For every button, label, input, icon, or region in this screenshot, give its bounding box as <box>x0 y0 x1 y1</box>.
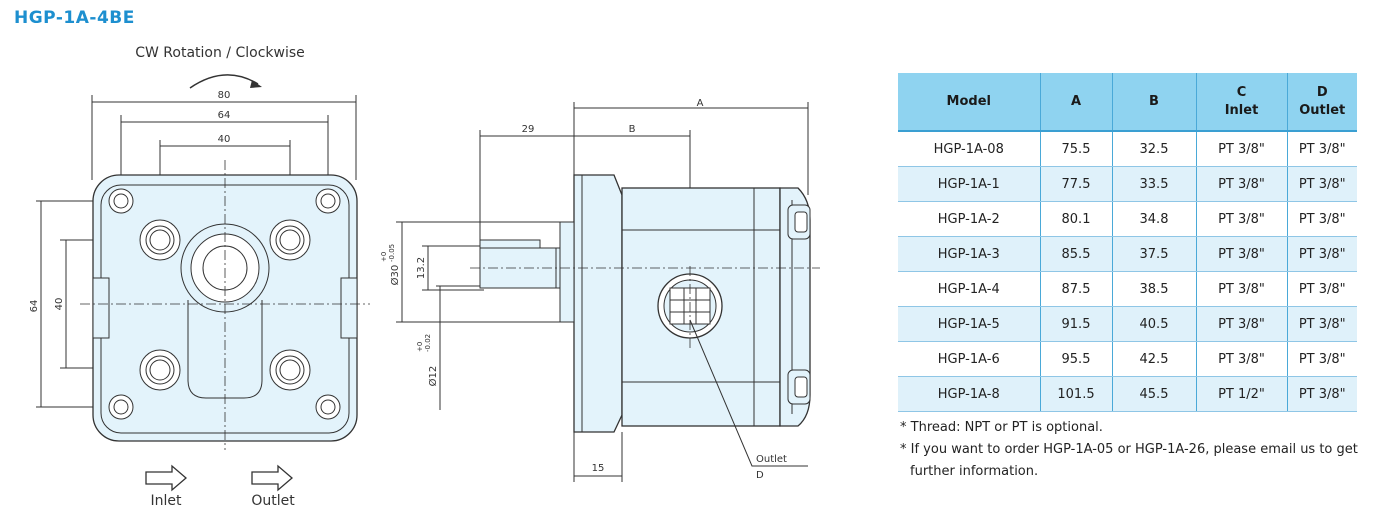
cell-d: PT 3/8" <box>1287 201 1357 237</box>
note-thread: * Thread: NPT or PT is optional. <box>900 420 1103 435</box>
outlet-label: Outlet <box>251 493 295 509</box>
page-title: HGP-1A-4BE <box>14 8 135 28</box>
cell-b: 42.5 <box>1112 341 1197 377</box>
footnotes: * Thread: NPT or PT is optional. * If yo… <box>900 417 1370 483</box>
cell-c: PT 3/8" <box>1196 306 1288 342</box>
dim-b: B <box>629 124 636 135</box>
cell-a: 95.5 <box>1040 341 1113 377</box>
outlet-arrow-icon <box>251 464 293 492</box>
dim-40: 40 <box>218 134 231 145</box>
cell-d: PT 3/8" <box>1287 271 1357 307</box>
cell-c: PT 3/8" <box>1196 271 1288 307</box>
dim-dia30-tol-lower: -0.05 <box>388 244 396 262</box>
cell-d: PT 3/8" <box>1287 341 1357 377</box>
cell-model: HGP-1A-08 <box>898 131 1041 167</box>
cell-model: HGP-1A-2 <box>898 201 1041 237</box>
side-outlet-label: Outlet <box>756 454 787 465</box>
cell-b: 32.5 <box>1112 131 1197 167</box>
cell-b: 37.5 <box>1112 236 1197 272</box>
inlet-label: Inlet <box>151 493 183 509</box>
dim-dia30-tol-upper: +0 <box>380 252 388 262</box>
dim-13-2: 13.2 <box>416 257 427 279</box>
dim-15: 15 <box>592 463 605 474</box>
cell-model: HGP-1A-6 <box>898 341 1041 377</box>
note-order: * If you want to order HGP-1A-05 or HGP-… <box>900 442 1358 479</box>
cell-b: 33.5 <box>1112 166 1197 202</box>
cell-d: PT 3/8" <box>1287 376 1357 412</box>
cell-model: HGP-1A-1 <box>898 166 1041 202</box>
dim-dia30: Ø30 <box>389 265 401 286</box>
dim-29: 29 <box>522 124 535 135</box>
dim-64: 64 <box>218 110 231 121</box>
mounting-flange <box>573 174 623 433</box>
cell-a: 75.5 <box>1040 131 1113 167</box>
cell-b: 38.5 <box>1112 271 1197 307</box>
cell-d: PT 3/8" <box>1287 236 1357 272</box>
inlet-arrow-icon <box>145 464 187 492</box>
cell-model: HGP-1A-4 <box>898 271 1041 307</box>
cell-c: PT 3/8" <box>1196 341 1288 377</box>
dim-dia12-tol-upper: +0 <box>416 342 424 352</box>
cell-b: 45.5 <box>1112 376 1197 412</box>
cell-c: PT 3/8" <box>1196 131 1288 167</box>
cell-b: 34.8 <box>1112 201 1197 237</box>
side-view: A 29 B Ø30 +0 -0.05 13.2 Ø12 +0 -0.02 <box>380 98 820 482</box>
cell-a: 91.5 <box>1040 306 1113 342</box>
cell-c: PT 1/2" <box>1196 376 1288 412</box>
dim-dia12-tol-lower: -0.02 <box>424 334 432 352</box>
cell-c: PT 3/8" <box>1196 236 1288 272</box>
dim-h64: 64 <box>29 300 40 313</box>
side-outlet-letter: D <box>756 470 764 481</box>
cell-model: HGP-1A-3 <box>898 236 1041 272</box>
header-b: B <box>1112 73 1197 132</box>
rotation-label: CW Rotation / Clockwise <box>135 45 305 61</box>
dim-80: 80 <box>218 90 231 101</box>
cell-a: 101.5 <box>1040 376 1113 412</box>
header-model: Model <box>898 73 1041 132</box>
dim-dia12: Ø12 <box>427 366 439 387</box>
dim-h40: 40 <box>54 298 65 311</box>
cell-a: 77.5 <box>1040 166 1113 202</box>
front-view: CW Rotation / Clockwise 80 64 40 64 40 <box>29 45 370 509</box>
cell-d: PT 3/8" <box>1287 306 1357 342</box>
header-a: A <box>1040 73 1113 132</box>
cell-d: PT 3/8" <box>1287 166 1357 202</box>
cell-a: 87.5 <box>1040 271 1113 307</box>
cell-a: 85.5 <box>1040 236 1113 272</box>
rotation-arrow-icon <box>189 74 259 89</box>
cell-d: PT 3/8" <box>1287 131 1357 167</box>
cell-model: HGP-1A-5 <box>898 306 1041 342</box>
cell-model: HGP-1A-8 <box>898 376 1041 412</box>
cell-c: PT 3/8" <box>1196 201 1288 237</box>
cell-a: 80.1 <box>1040 201 1113 237</box>
dim-a: A <box>697 98 704 109</box>
cell-b: 40.5 <box>1112 306 1197 342</box>
cell-c: PT 3/8" <box>1196 166 1288 202</box>
